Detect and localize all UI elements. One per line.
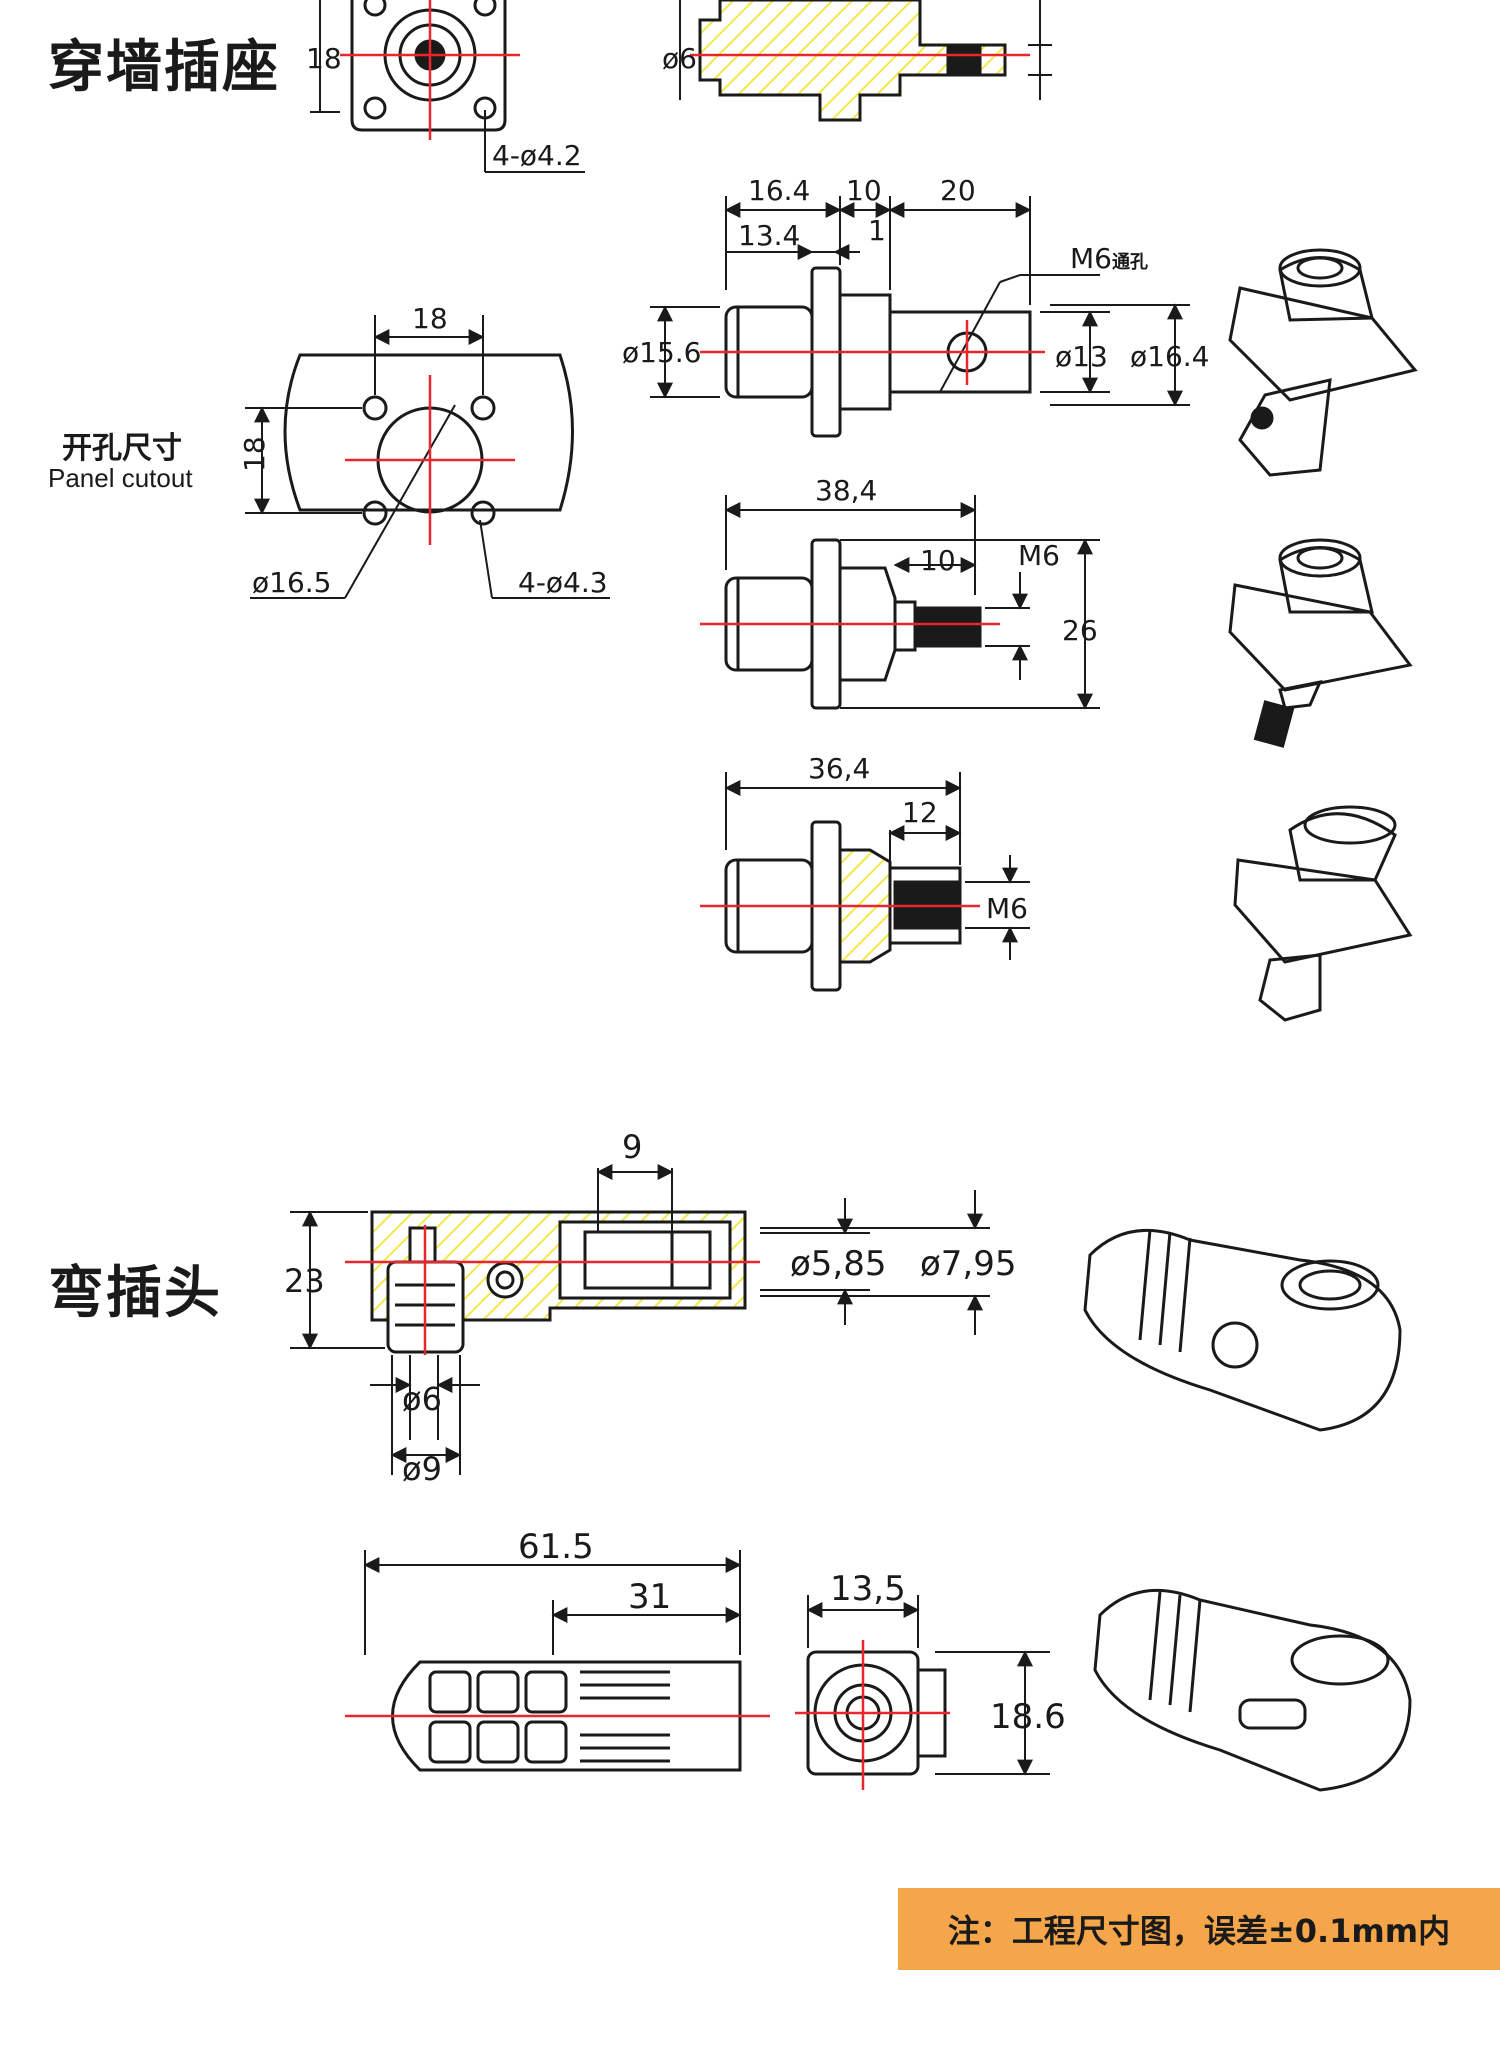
panel-cutout-subtitle: Panel cutout — [48, 463, 193, 493]
dim-v2-m6: M6 — [1018, 539, 1060, 572]
dim-v2-10: 10 — [920, 544, 956, 577]
socket-side-section — [679, 0, 1052, 122]
socket-view-female-thread — [724, 772, 1030, 992]
dim-v2-38-4: 38,4 — [815, 474, 877, 507]
dim-plug-9: 9 — [622, 1128, 642, 1166]
dim-v1-d16-4: ø16.4 — [1130, 340, 1209, 373]
elbow-plug-section — [290, 1164, 990, 1475]
dim-v1-1: 1 — [868, 214, 886, 247]
dim-plug-d5-85: ø5,85 — [790, 1244, 887, 1284]
dim-cutout-height: 18 — [238, 436, 271, 472]
dim-plug-d9: ø9 — [402, 1450, 442, 1488]
product-sketch-2 — [1228, 538, 1413, 748]
socket-view-stud — [724, 495, 1100, 710]
dim-bottom-18-6: 18.6 — [990, 1697, 1066, 1737]
dim-top-flange: 18 — [306, 42, 342, 75]
dim-v2-26: 26 — [1062, 614, 1098, 647]
panel-cutout-title: 开孔尺寸 — [62, 431, 182, 466]
dim-plug-d6: ø6 — [402, 1380, 442, 1418]
dim-v3-36-4: 36,4 — [808, 752, 870, 785]
product-sketch-3 — [1233, 805, 1413, 1022]
dim-cutout-holes: 4-ø4.3 — [518, 566, 608, 599]
dim-plug-23: 23 — [284, 1262, 325, 1300]
dim-v1-16-4: 16.4 — [748, 174, 810, 207]
section-title-elbow-plug: 弯插头 — [48, 1261, 222, 1326]
dim-v1-10: 10 — [846, 174, 882, 207]
dim-bottom-31: 31 — [628, 1577, 671, 1617]
product-sketch-1 — [1228, 248, 1418, 477]
panel-cutout-drawing — [245, 315, 610, 599]
dim-v1-20: 20 — [940, 174, 976, 207]
socket-view-through-hole — [650, 196, 1190, 438]
dim-v1-13-4: 13.4 — [738, 219, 800, 252]
elbow-plug-side-view — [363, 1550, 742, 1772]
dim-top-side-dia: ø6 — [662, 42, 697, 75]
elbow-plug-end-view — [806, 1595, 1050, 1776]
dim-cutout-dia: ø16.5 — [252, 566, 331, 599]
tolerance-note: 注：工程尺寸图，误差±0.1mm内 — [898, 1888, 1500, 1970]
dim-v1-d13: ø13 — [1055, 340, 1108, 373]
dim-v1-m6: M6通孔 — [1070, 242, 1148, 275]
dim-v1-d15-6: ø15.6 — [622, 336, 701, 369]
product-sketch-4 — [1083, 1228, 1402, 1432]
dim-plug-d7-95: ø7,95 — [920, 1244, 1017, 1284]
dim-v3-m6: M6 — [986, 892, 1028, 925]
product-sketch-5 — [1093, 1588, 1412, 1792]
dim-top-holes: 4-ø4.2 — [492, 139, 582, 172]
section-title-wall-socket: 穿墙插座 — [48, 35, 280, 100]
dim-v3-12: 12 — [902, 796, 938, 829]
dim-cutout-width: 18 — [412, 302, 448, 335]
dim-bottom-61-5: 61.5 — [518, 1527, 594, 1567]
dim-bottom-13-5: 13,5 — [830, 1569, 906, 1609]
center-lines — [340, 0, 1045, 1790]
